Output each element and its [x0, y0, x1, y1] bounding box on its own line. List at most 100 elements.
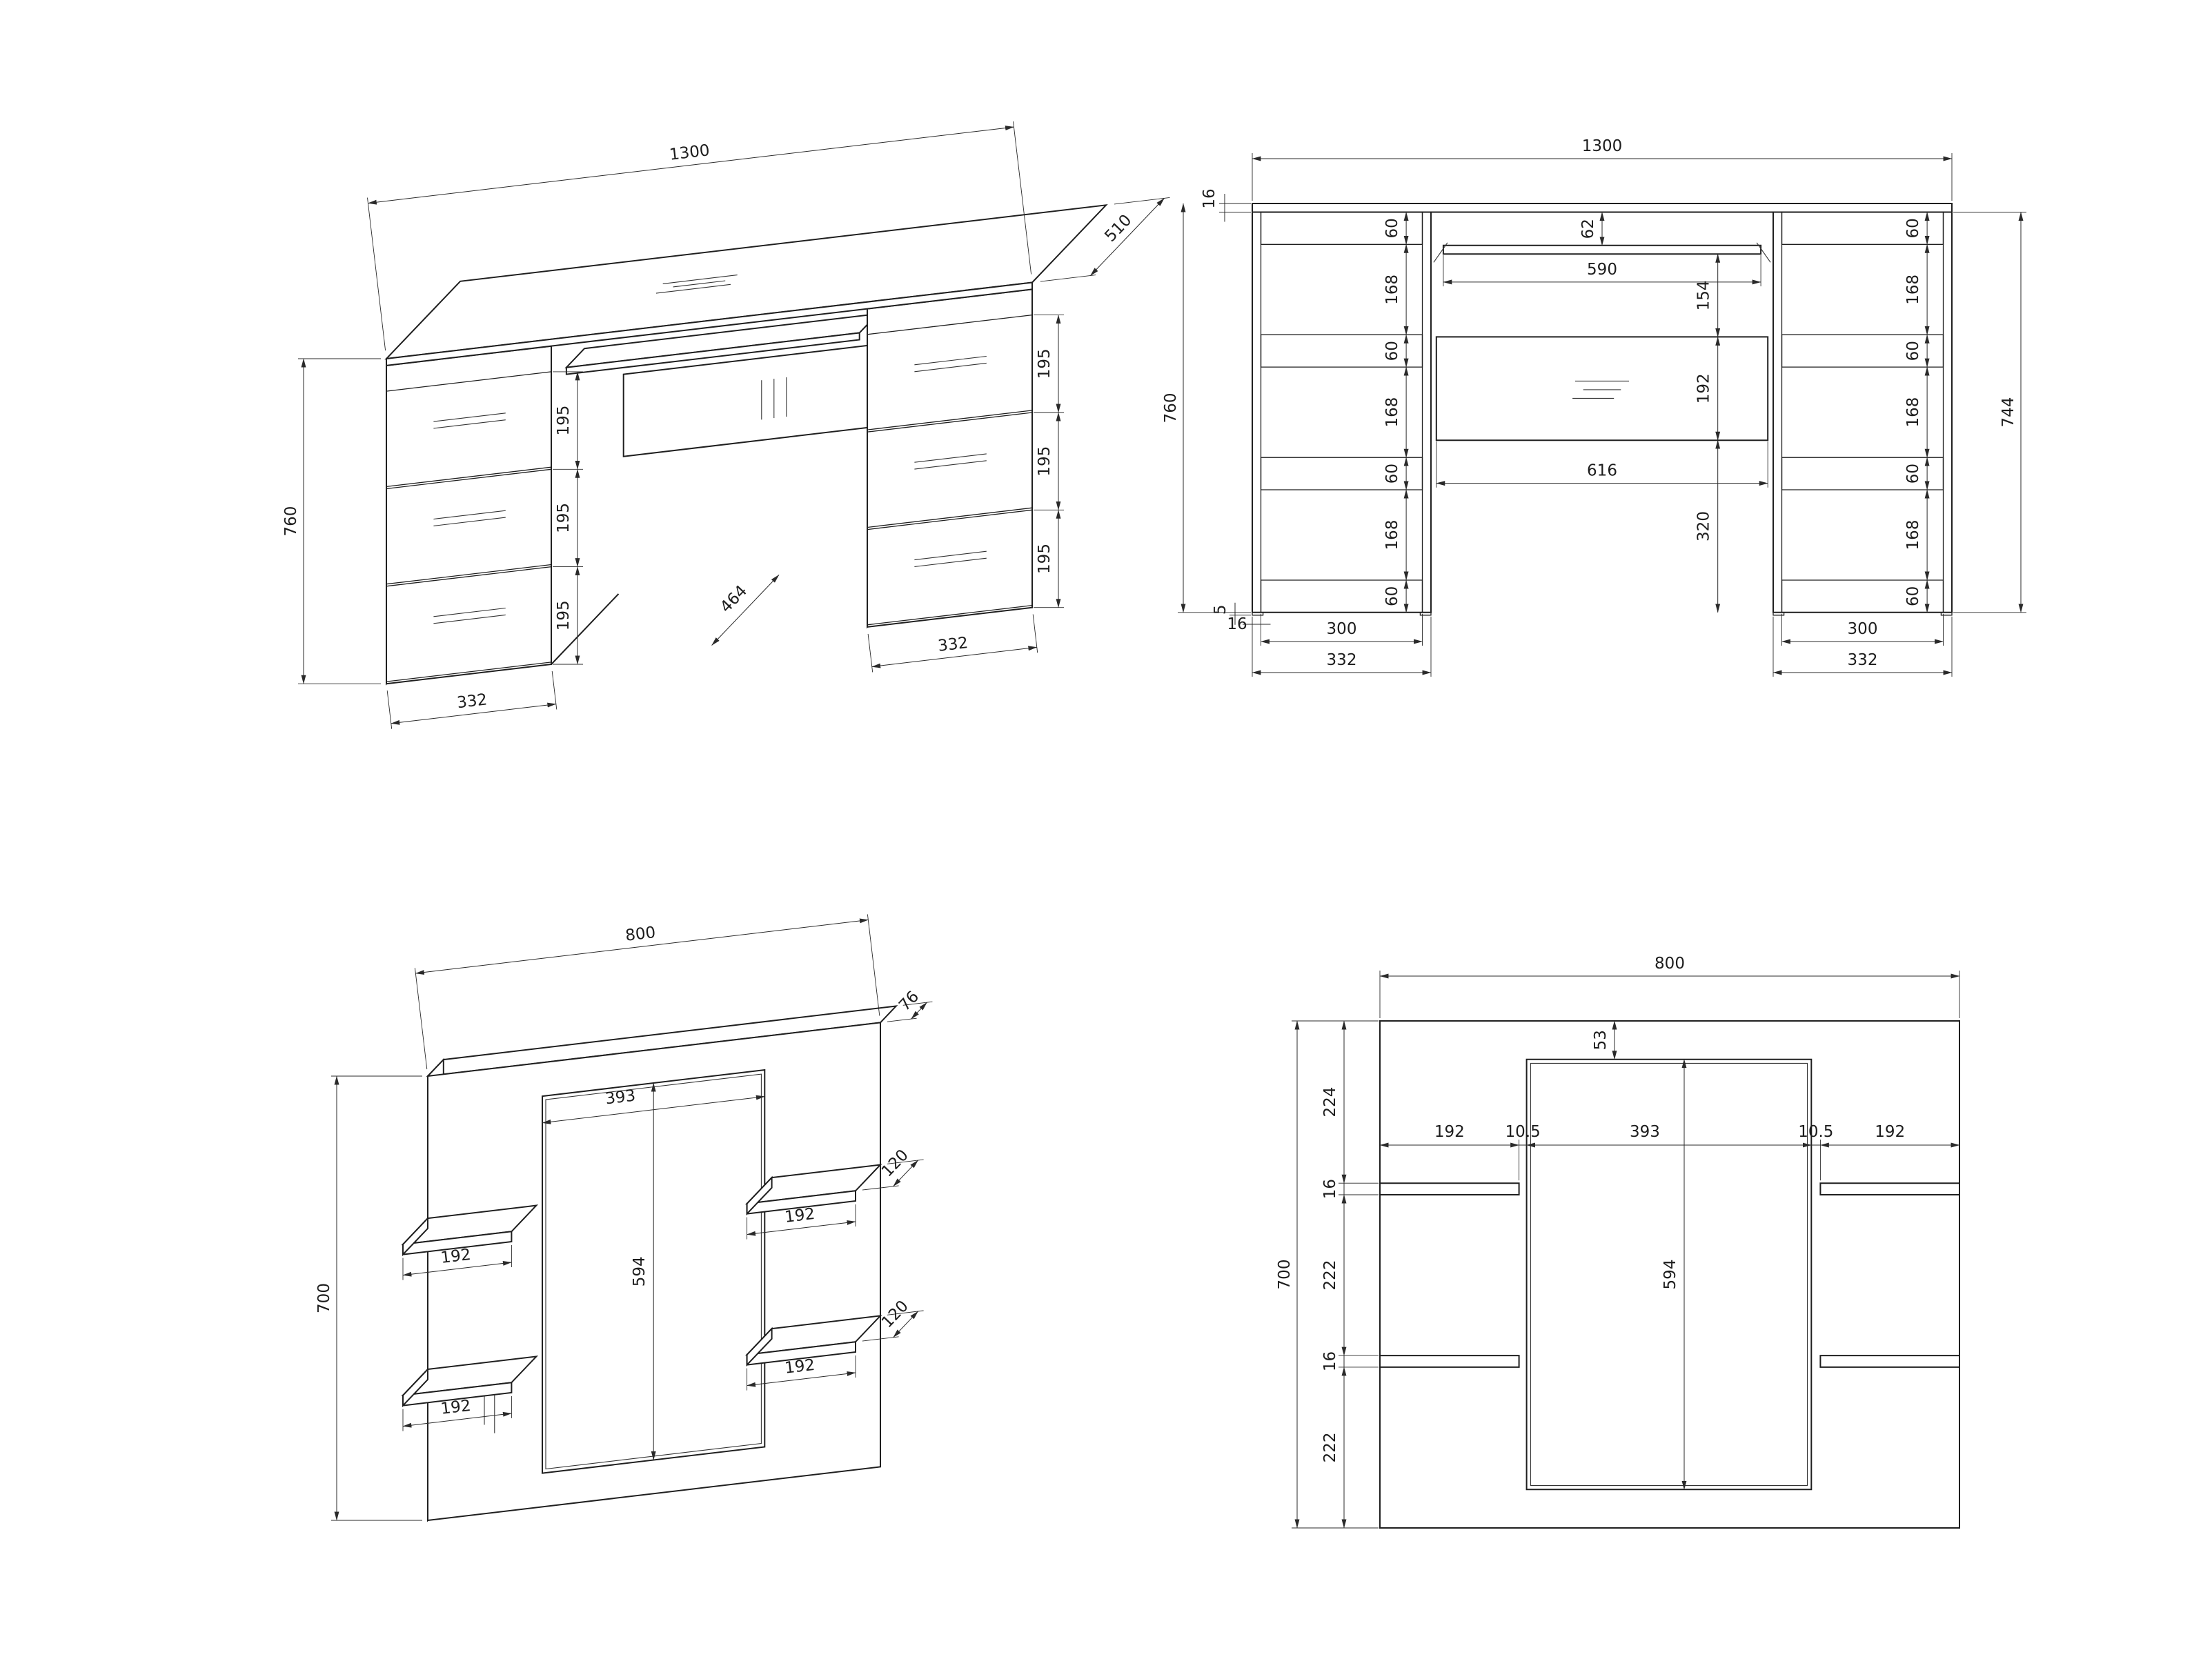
mirror-inner-line: [1530, 1062, 1808, 1487]
dimension-label: 393: [604, 1087, 637, 1109]
dimension-label: 60: [1383, 464, 1401, 484]
extension-line: [367, 197, 386, 351]
dimension-label: 168: [1904, 275, 1922, 305]
dimension-label: 53: [1592, 1030, 1610, 1050]
dimension-label: 700: [1276, 1260, 1294, 1290]
extension-line: [1040, 275, 1096, 282]
shelf-end: [402, 1367, 428, 1408]
drawer-handle-mark: [433, 607, 506, 617]
foot: [1252, 612, 1264, 616]
dimension-label: 16: [1201, 188, 1218, 208]
foot: [1772, 612, 1785, 616]
dimension-label: 168: [1383, 397, 1401, 428]
dimension-label: 195: [555, 406, 573, 436]
dimension-label: 393: [1630, 1123, 1660, 1141]
rail: [1781, 457, 1944, 490]
dimension-line: [711, 575, 780, 646]
dimension-line: [367, 126, 1014, 205]
dimension-label: 60: [1904, 218, 1922, 238]
shelf-end: [746, 1327, 773, 1367]
dimension-label: 192: [784, 1205, 816, 1226]
dimension-line: [911, 1002, 927, 1020]
extension-line: [1013, 121, 1032, 275]
dimension-label: 332: [1848, 651, 1878, 669]
dimension-label: 154: [1695, 280, 1713, 310]
dimension-label: 195: [1036, 348, 1054, 379]
drawer-handle-mark: [914, 355, 987, 366]
dimension-label: 60: [1904, 464, 1922, 484]
extension-line: [862, 1185, 899, 1191]
dimension-label: 332: [456, 691, 488, 712]
rail: [1260, 334, 1423, 368]
extension-line: [414, 968, 428, 1070]
dimension-line: [747, 1220, 856, 1236]
dimension-label: 16: [1321, 1179, 1339, 1199]
dimension-label: 616: [1587, 462, 1617, 480]
mirror: [542, 1069, 766, 1474]
dimension-line: [893, 1160, 918, 1187]
dimension-label: 60: [1383, 586, 1401, 606]
keyboard-tray: [1442, 244, 1762, 255]
dimension-label: 76: [896, 988, 922, 1015]
dimension-line: [402, 1411, 512, 1428]
drawer-handle-mark: [914, 557, 987, 568]
dimension-label: 800: [1655, 955, 1685, 973]
shelf-end: [402, 1216, 428, 1257]
dimension-label: 120: [878, 1298, 912, 1332]
shelf-strip: [1819, 1355, 1960, 1368]
drawer-handle-mark: [433, 510, 506, 520]
drawer-divider: [386, 564, 552, 585]
dimension-label: 10.5: [1798, 1123, 1833, 1141]
back-panel: [1435, 336, 1769, 441]
drawer-divider: [386, 566, 552, 587]
extension-line: [887, 1017, 917, 1022]
desktop: [1252, 203, 1953, 213]
drawer-divider: [867, 314, 1033, 335]
drawer-handle-mark: [433, 413, 506, 422]
dimension-line: [1090, 198, 1165, 276]
dimension-label: 222: [1321, 1260, 1339, 1291]
dimension-label: 192: [784, 1356, 816, 1378]
grain-mark: [662, 275, 738, 284]
tray-bracket-mark: [1756, 242, 1771, 263]
rail: [1781, 334, 1944, 368]
dimension-label: 168: [1904, 397, 1922, 428]
extension-line: [862, 1336, 899, 1342]
rail: [1781, 211, 1944, 245]
dimension-label: 594: [631, 1256, 649, 1287]
dimension-label: 594: [1661, 1260, 1679, 1290]
foot: [1419, 612, 1432, 616]
shelf-end: [746, 1175, 773, 1216]
dimension-label: 62: [1579, 219, 1597, 239]
dimension-label: 192: [440, 1246, 472, 1267]
dimension-label: 60: [1383, 218, 1401, 238]
mirror: [1525, 1058, 1813, 1491]
dimension-label: 320: [1695, 511, 1713, 542]
dimension-label: 332: [937, 634, 969, 655]
dimension-label: 510: [1101, 211, 1135, 246]
dimension-label: 16: [1227, 615, 1247, 633]
extension-line: [386, 691, 393, 729]
dimension-label: 224: [1321, 1087, 1339, 1117]
dimension-label: 760: [282, 506, 300, 537]
drawer-handle-mark: [914, 460, 987, 470]
extension-line: [867, 914, 880, 1016]
drawer-handle-mark: [433, 517, 506, 526]
dimension-label: 800: [624, 924, 657, 945]
drawer-handle-mark: [433, 614, 506, 624]
tray-bracket-mark: [1433, 242, 1448, 263]
drawer-divider: [386, 662, 552, 682]
dimension-label: 192: [1875, 1123, 1905, 1141]
shelf-strip: [1379, 1182, 1520, 1195]
right-pedestal: [1772, 211, 1953, 613]
dimension-label: 5: [1212, 604, 1230, 615]
drawer-handle-mark: [914, 453, 987, 463]
dimension-label: 195: [1036, 446, 1054, 477]
dimension-label: 195: [555, 503, 573, 533]
dimension-line: [415, 918, 869, 975]
dimension-label: 590: [1587, 261, 1617, 279]
